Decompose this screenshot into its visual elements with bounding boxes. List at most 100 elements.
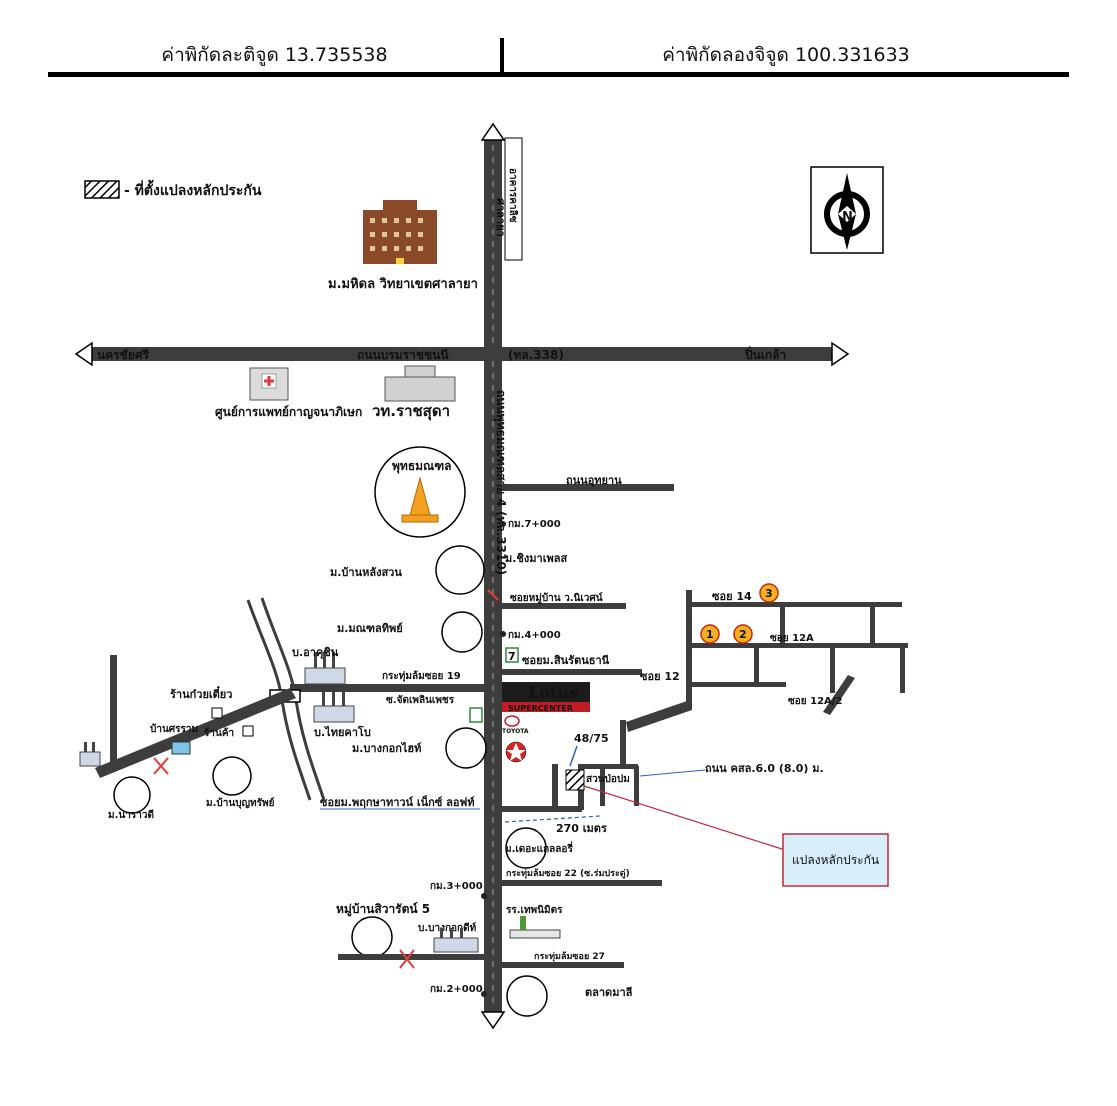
seven-eleven-label: 7 [508, 650, 516, 663]
road-west-vertical [110, 655, 117, 770]
collateral-plot-hatch [565, 769, 585, 791]
place-ban-thaikaoo: บ.ไทยคาโบ [314, 725, 371, 739]
hospital-icon [249, 367, 289, 401]
factory-icon-bangkok-dry [433, 928, 479, 953]
km-2: กม.2+000 [430, 984, 483, 995]
distance-arrow [504, 815, 601, 823]
callout-pointer [583, 785, 786, 851]
village-circle-nara-ladee [113, 776, 151, 814]
place-lotus: Lotus [528, 683, 578, 702]
house-icon-sakaram [171, 741, 191, 755]
place-suan-pop: สวนป่อปม [586, 773, 630, 785]
red-cross-icon-2 [399, 949, 415, 969]
mahidol-building-icon [363, 200, 437, 264]
road-borommaratchachonnani [74, 341, 850, 367]
road-label-pinklao: ปิ่นเกล้า [744, 346, 786, 362]
house-pointer-line [569, 745, 578, 767]
marker-circle-3 [759, 583, 779, 603]
village-circle-bunyasap [212, 756, 252, 796]
place-bangkok-heights: ม.บางกอกไฮท์ [352, 741, 421, 755]
place-ban-athukin: บ.อาคุชิน [292, 646, 339, 660]
latitude-label: ค่าพิกัดละติจูด 13.735538 [161, 44, 388, 66]
road-label-soi-siwasdi: ซอยหมู่บ้าน ว.นิเวศน์ [510, 592, 603, 605]
marker-circle-1 [700, 624, 720, 644]
village-circle-mongkhon [441, 611, 483, 653]
road-soi-siwasdi [502, 603, 626, 609]
km-4-marker-icon [500, 631, 506, 637]
compass-icon: N [810, 166, 884, 254]
marker-label-1: 1 [706, 628, 714, 641]
building-label-box [504, 137, 523, 261]
road-label-sub-road: ถนน คสล.6.0 (8.0) ม. [705, 762, 824, 775]
place-ban-lang-suan: ม.บ้านหลังสวน [330, 566, 402, 579]
road-label-krathum-lom-19: กระทุ่มล้มซอย 19 [382, 670, 461, 682]
road-label-soi-jatpen: ซ.จัดเพลินเพชร [386, 694, 455, 706]
red-cross-icon-1 [153, 757, 169, 775]
km-7: กม.7+000 [508, 519, 561, 530]
factory-icon-athukin [304, 652, 346, 685]
seven-eleven-icon [505, 647, 519, 663]
building-label: อาคารคาลิซ [507, 168, 519, 223]
village-circle-bangkok-heights [445, 727, 487, 769]
place-talat-mari: ตลาดมาลี [585, 986, 633, 999]
road-label-soi-12a2: ซอย 12A/2 [788, 696, 842, 707]
road-label-route-338: (ทล.338) [508, 348, 564, 362]
place-kanchanaphisek: ศูนย์การแพทย์กาญจนาภิเษก [215, 405, 362, 420]
seven-eleven-icon-2 [469, 707, 483, 723]
place-ran-kha: ร้านค้า [204, 727, 234, 739]
marker-label-2: 2 [739, 628, 747, 641]
compass-letter: N [842, 210, 853, 225]
road-soi-sinratana [502, 669, 642, 675]
place-noodle-shop: ร้านก๋วยเตี๋ยว [170, 685, 232, 701]
marker-label-3: 3 [765, 587, 773, 600]
place-nara-ladee: ม.นาราวดี [108, 809, 154, 821]
place-the-gallery: ม.เดอะแกลลอรี่ [505, 841, 573, 855]
road-utthayan [502, 484, 674, 491]
road-label-soi-12a: ซอย 12A [770, 633, 814, 644]
place-siwat-5: หมู่บ้านสิวารัตน์ 5 [336, 902, 430, 917]
road-label-borommaratchachonnani: ถนนบรมราชชนนี [357, 348, 449, 362]
road-west [95, 688, 296, 778]
road-label-soi-phruksa: ซอยม.พฤกษาทาวน์ เน็กซ์ ลอฟท์ [320, 795, 475, 809]
place-ban-bunyasap: ม.บ้านบุญทรัพย์ [206, 797, 275, 809]
village-circle-gallery [505, 827, 547, 869]
place-ratchasuda: วท.ราชสุดา [372, 402, 450, 421]
place-toyota: TOYOTA [502, 728, 529, 735]
km-2-marker-icon [481, 991, 487, 997]
shop-icon-2 [242, 725, 254, 737]
place-mongkhon: ม.มณฑลทิพย์ [337, 622, 403, 635]
road-krathum-lom-27 [502, 962, 624, 968]
km-4: กม.4+000 [508, 630, 561, 641]
legend-hatch-swatch [84, 180, 120, 199]
red-cross-icon-3 [487, 589, 499, 601]
road-label-phutthamonthon-4: ถนนพุทธมณฑลสาย 4 (ทล.3310) [493, 390, 508, 575]
place-lotus-sub: SUPERCENTER [508, 704, 573, 713]
shop-icon-1 [211, 707, 223, 719]
coordinates-header: ค่าพิกัดละติจูด 13.735538 ค่าพิกัดลองจิจ… [48, 30, 1069, 78]
factory-icon-thaikaoo [313, 692, 355, 723]
road-label-soi-sinratana: ซอยม.สินรัตนธานี [522, 654, 610, 667]
place-distance: 270 เมตร [556, 822, 607, 835]
road-label-salaya: ศาลายา [494, 198, 507, 237]
road-krathum-lom-19 [290, 684, 484, 692]
school-icon [509, 916, 561, 939]
place-mahidol: ม.มหิดล วิทยาเขตศาลายา [328, 277, 478, 292]
toyota-icon: TOYOTA [502, 715, 529, 735]
road-label-krathum-lom-22: กระทุ่มล้มซอย 22 (ซ.ร่มประดู่) [506, 868, 630, 879]
header-rule [48, 72, 1069, 77]
marker-circle-2 [733, 624, 753, 644]
callout-box [782, 833, 889, 887]
sub-road-pointer [639, 769, 706, 777]
road-grid-east [626, 590, 908, 732]
road-label-soi-12: ซอย 12 [640, 670, 680, 683]
road-southwest [338, 954, 484, 960]
legend-text: - ที่ตั้งแปลงหลักประกัน [124, 179, 262, 199]
village-circle-ban-lang-suan [435, 545, 485, 595]
road-label-krathum-lom-27: กระทุ่มล้มซอย 27 [534, 951, 605, 962]
college-building-icon [384, 365, 456, 402]
lotus-supercenter-icon: Lotus SUPERCENTER [502, 682, 590, 713]
place-ban-sakaram: บ้านศรราม [150, 723, 198, 735]
road-label-utthayan: ถนนอุทยาน [566, 474, 622, 488]
factory-icon-west [79, 742, 101, 767]
